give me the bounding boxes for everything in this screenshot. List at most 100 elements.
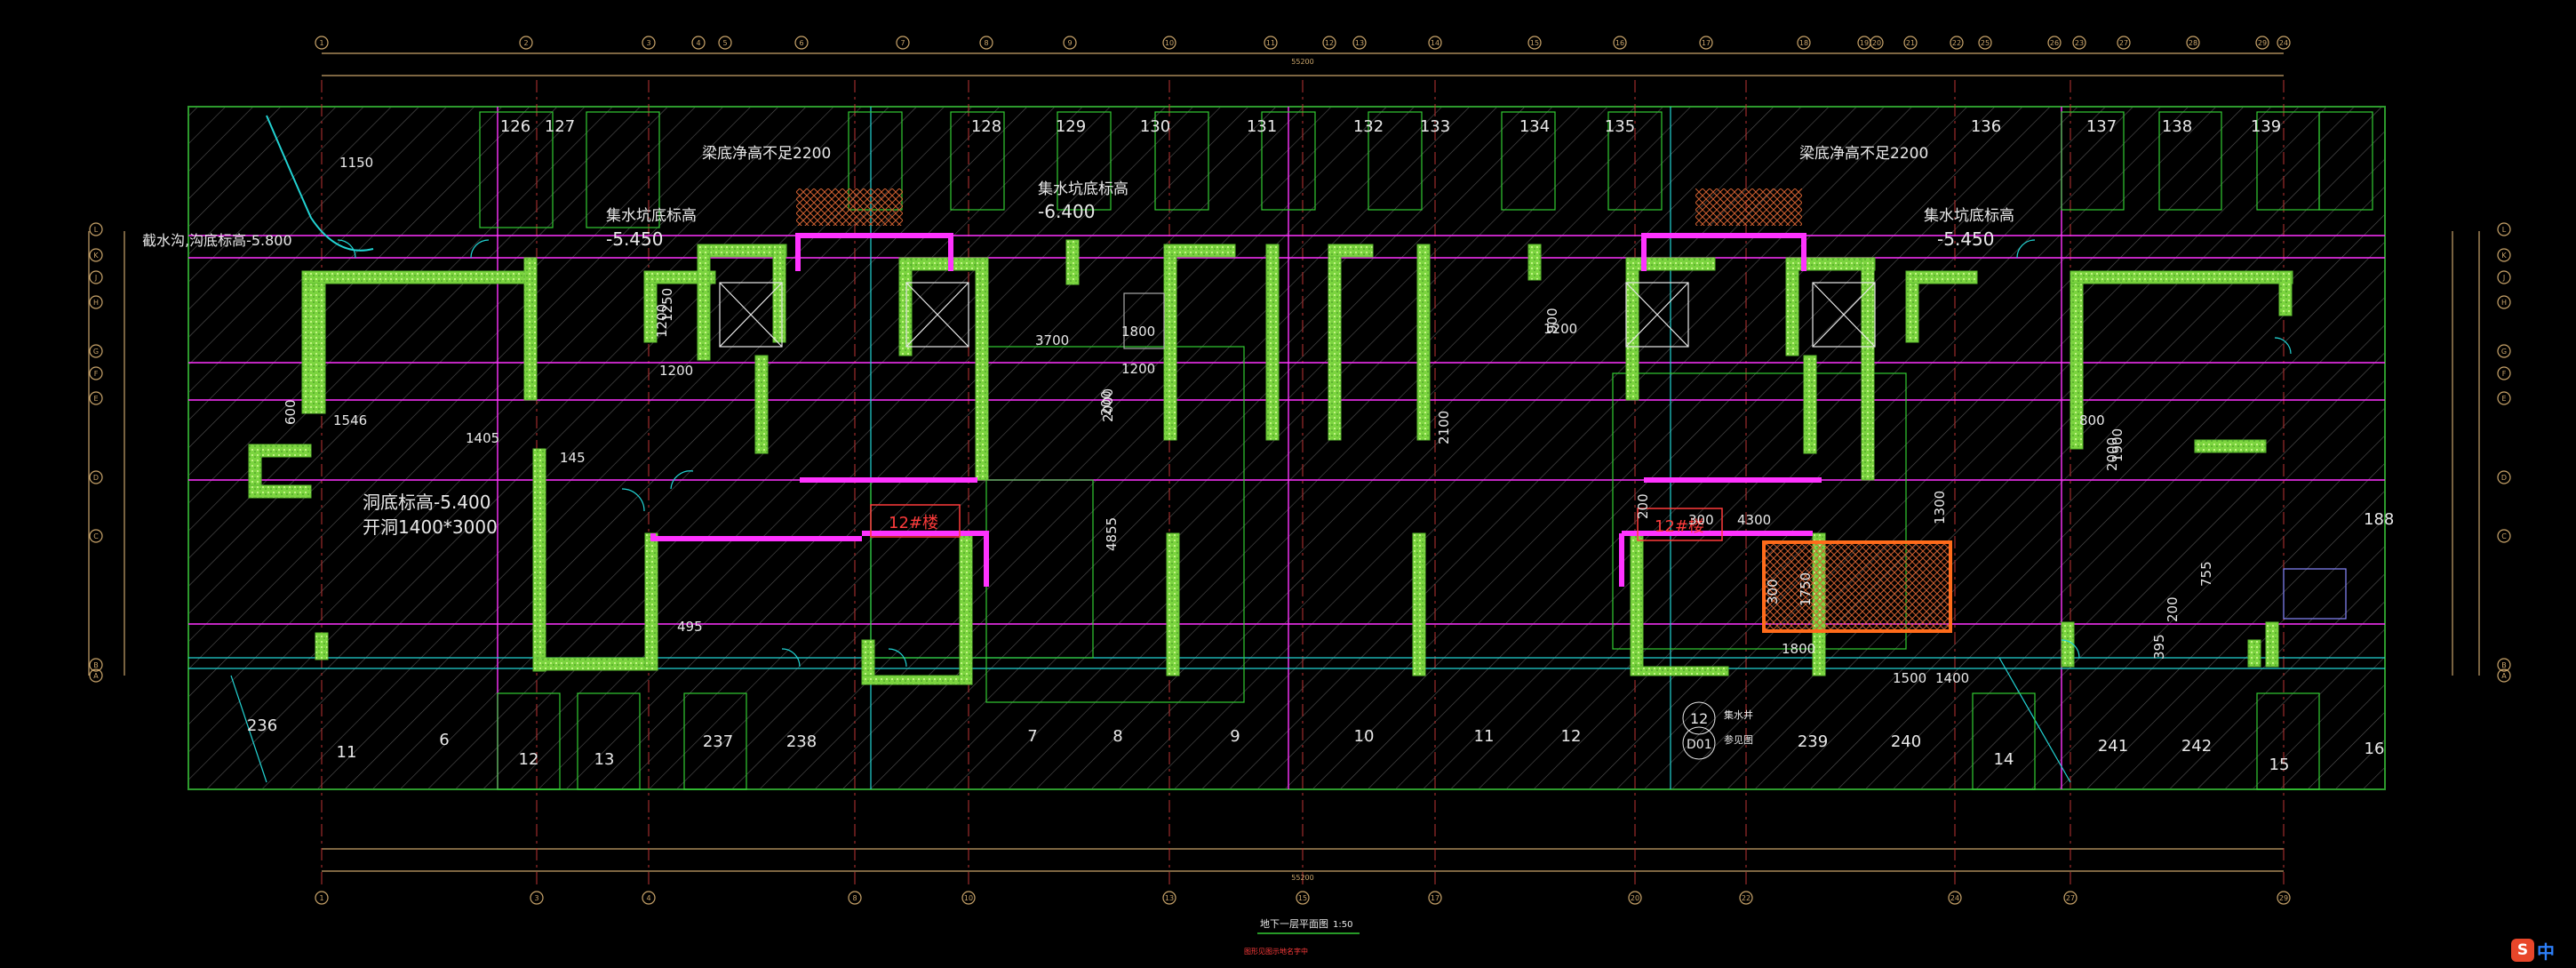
svg-text:13: 13 (1355, 39, 1364, 47)
svg-text:A: A (93, 672, 99, 680)
dimension-label: 1800 (1121, 324, 1155, 340)
axis-top-29: 29 (2255, 36, 2269, 50)
far-left-note: 截水沟,沟底标高-5.800 (142, 232, 292, 249)
axis-right-K: K (2497, 248, 2511, 262)
room-number-bottom: 9 (1230, 727, 1240, 746)
axis-left-K: K (89, 248, 103, 262)
room-number-bottom: 7 (1027, 727, 1037, 746)
curved-wall (266, 115, 374, 252)
dimension-label: 755 (2198, 561, 2214, 587)
room-number-top: 130 (1140, 117, 1170, 136)
room-number-bottom: 238 (786, 732, 817, 751)
room-number-bottom: 11 (337, 743, 357, 762)
misc-188: 188 (2364, 510, 2394, 529)
room-number-bottom: 14 (1994, 750, 2014, 769)
ime-mode-indicator[interactable]: 中 (2537, 940, 2555, 963)
room-number-top: 136 (1971, 117, 2001, 136)
building-label-left-box (870, 504, 961, 538)
svg-text:20: 20 (1631, 894, 1639, 902)
svg-text:G: G (2501, 348, 2507, 356)
axis-top-13: 13 (1352, 36, 1367, 50)
overall-dimension-top: 55200 (1291, 58, 1313, 66)
building-label-left: 12#楼 (889, 514, 938, 532)
svg-text:8: 8 (852, 894, 857, 902)
svg-text:22: 22 (1952, 39, 1961, 47)
room-number-top: 137 (2086, 117, 2117, 136)
opening-size: 开洞1400*3000 (363, 516, 498, 538)
axis-top-20: 20 (1870, 36, 1884, 50)
pump-pit (1762, 540, 1952, 633)
svg-text:1: 1 (319, 39, 323, 47)
svg-text:11: 11 (1266, 39, 1275, 47)
room-number-top: 135 (1605, 117, 1635, 136)
axis-top-11: 11 (1264, 36, 1278, 50)
dimension-label: 1900 (2109, 428, 2125, 462)
svg-text:5: 5 (722, 39, 727, 47)
sump-mid: 集水坑底标高 (1038, 180, 1128, 198)
axis-top-27: 27 (2117, 36, 2131, 50)
room-number-bottom: 241 (2098, 737, 2128, 756)
axis-top-18: 18 (1797, 36, 1811, 50)
svg-text:17: 17 (1431, 894, 1440, 902)
svg-text:B: B (93, 661, 99, 669)
svg-text:8: 8 (984, 39, 988, 47)
svg-text:12: 12 (1325, 39, 1334, 47)
ime-toolbar[interactable]: S 中 (2511, 938, 2564, 963)
svg-text:D: D (93, 474, 99, 482)
axis-top-1: 1 (315, 36, 329, 50)
dimension-label: 300 (1688, 512, 1714, 528)
dimension-label: 1400 (1935, 670, 1969, 686)
svg-text:22: 22 (1742, 894, 1751, 902)
sump-mid-level: -6.400 (1038, 201, 1095, 222)
svg-text:L: L (94, 226, 99, 234)
axis-top-24: 24 (2277, 36, 2291, 50)
opening-level: 洞底标高-5.400 (363, 492, 490, 513)
dimension-label: 1300 (1932, 491, 1948, 524)
axis-bottom-1: 1 (315, 891, 329, 905)
axis-left-F: F (89, 366, 103, 380)
svg-text:15: 15 (1298, 894, 1307, 902)
dimension-label: 600 (283, 399, 299, 425)
dimension-label: 200 (1098, 390, 1114, 416)
svg-text:C: C (93, 532, 99, 540)
svg-text:24: 24 (2279, 39, 2288, 47)
svg-text:24: 24 (1950, 894, 1959, 902)
axis-top-26: 26 (2047, 36, 2062, 50)
svg-text:2: 2 (523, 39, 528, 47)
axis-right-B: B (2497, 658, 2511, 672)
axis-bottom-27: 27 (2063, 891, 2078, 905)
room-number-top: 126 (500, 117, 530, 136)
axis-top-15: 15 (1527, 36, 1542, 50)
core-magenta-walls (650, 233, 1822, 587)
room-number-bottom: 16 (2365, 740, 2385, 758)
axis-left-L: L (89, 222, 103, 236)
svg-text:27: 27 (2119, 39, 2128, 47)
svg-text:3: 3 (534, 894, 538, 902)
sogou-logo-icon[interactable]: S (2511, 939, 2534, 962)
axis-top-12: 12 (1322, 36, 1336, 50)
svg-text:A: A (2501, 672, 2507, 680)
dimension-label: 900 (1544, 308, 1560, 333)
beam-clearance-right: 梁底净高不足2200 (1799, 145, 1928, 163)
dimension-labels: 1150120012501200370018001200200200048551… (283, 155, 2214, 686)
axis-left-B: B (89, 658, 103, 672)
svg-text:C: C (2501, 532, 2507, 540)
dimension-label: 800 (2079, 412, 2105, 428)
room-number-top: 132 (1353, 117, 1384, 136)
dimension-label: 2000 (1100, 388, 1116, 422)
dimension-label: 1546 (333, 412, 367, 428)
svg-text:K: K (2501, 252, 2507, 260)
dimension-label: 1405 (466, 430, 499, 446)
room-number-top: 139 (2251, 117, 2281, 136)
drawing-subtitle: 图形见图示地名字中 (1244, 947, 1308, 956)
sump-left: 集水坑底标高 (606, 207, 697, 225)
svg-text:4: 4 (646, 894, 650, 902)
svg-text:7: 7 (900, 39, 905, 47)
slab-hatch (188, 107, 2385, 789)
pump-tag-top: 12 (1690, 710, 1708, 727)
axis-right-D: D (2497, 470, 2511, 484)
